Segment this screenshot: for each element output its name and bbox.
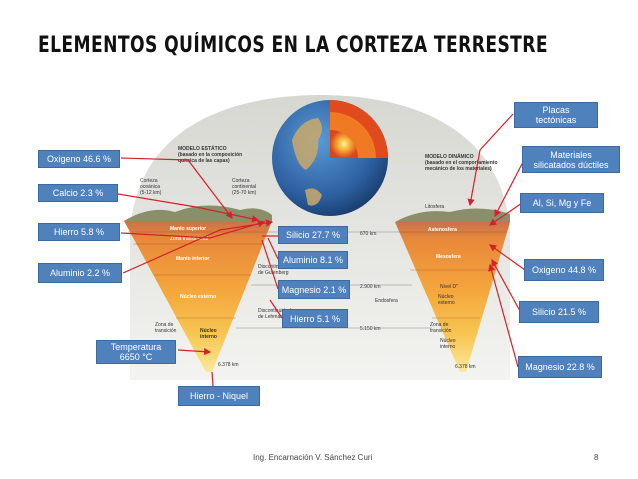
left-crust-surface — [124, 205, 272, 221]
nivel-d-label: Nivel D" — [440, 284, 458, 290]
dynamic-model-cone — [395, 222, 510, 372]
manto-inferior-label: Manto inferior — [176, 256, 209, 262]
endosfera-label: Endosfera — [375, 298, 398, 304]
static-model-cone — [124, 221, 272, 372]
right-crust-surface — [395, 208, 510, 222]
label-placas: Placas tectónicas — [514, 102, 598, 128]
mesosfera-label: Mesosfera — [436, 254, 461, 260]
dynamic-heading: MODELO DINÁMICO(basado en el comportamie… — [425, 153, 498, 172]
connector-arrows — [117, 113, 526, 387]
astenosfera-label: Astenosfera — [428, 227, 457, 233]
label-oxigeno-right: Oxigeno 44.8 % — [524, 259, 604, 281]
label-magnesio-center: Magnesio 2.1 % — [278, 280, 350, 299]
km-marks: 670 km 2.900 km 5.150 km — [360, 231, 381, 332]
km-5150: 5.150 km — [360, 326, 381, 332]
footer-author: Ing. Encarnación V. Sánchez Curi — [253, 453, 373, 462]
label-hierro-niquel: Hierro - Niquel — [178, 386, 260, 406]
litosfera-label: Litosfera — [425, 204, 444, 210]
km-670: 670 km — [360, 231, 376, 237]
globe-continents — [292, 118, 322, 170]
label-silicio-center: Silicio 27.7 % — [278, 226, 348, 244]
label-al-si-mg-fe: Al, Si, Mg y Fe — [520, 193, 604, 213]
manto-superior-label: Manto superior — [170, 226, 206, 232]
label-aluminio-center: Aluminio 8.1 % — [278, 251, 348, 269]
label-temperatura: Temperatura 6650 °C — [96, 340, 176, 364]
static-heading: MODELO ESTÁTICO(basado en la composición… — [178, 145, 242, 164]
label-silicio-right: Silicio 21.5 % — [519, 301, 599, 323]
static-model-labels: MODELO ESTÁTICO(basado en la composición… — [140, 145, 291, 368]
label-aluminio-left: Aluminio 2.2 % — [38, 263, 122, 283]
label-hierro-center: Hierro 5.1 % — [282, 309, 348, 328]
label-hierro-left: Hierro 5.8 % — [38, 223, 120, 241]
depth-right-label: 6.378 km — [455, 364, 476, 370]
nucleo-externo-label: Núcleo externo — [180, 294, 216, 300]
zona-transicion-label: Zona transicional — [170, 236, 208, 242]
page-title: Elementos químicos en la corteza terrest… — [38, 33, 548, 58]
km-2900: 2.900 km — [360, 284, 381, 290]
dynamic-model-labels: MODELO DINÁMICO(basado en el comportamie… — [375, 153, 498, 370]
page-number: 8 — [594, 453, 599, 462]
label-magnesio-right: Magnesio 22.8 % — [518, 356, 602, 378]
depth-left-label: 6.378 km — [218, 362, 239, 368]
label-calcio: Calcio 2.3 % — [38, 184, 118, 202]
label-oxigeno-left: Oxigeno 46.6 % — [38, 150, 120, 168]
label-materiales: Materiales silicatados dúctiles — [522, 146, 620, 173]
